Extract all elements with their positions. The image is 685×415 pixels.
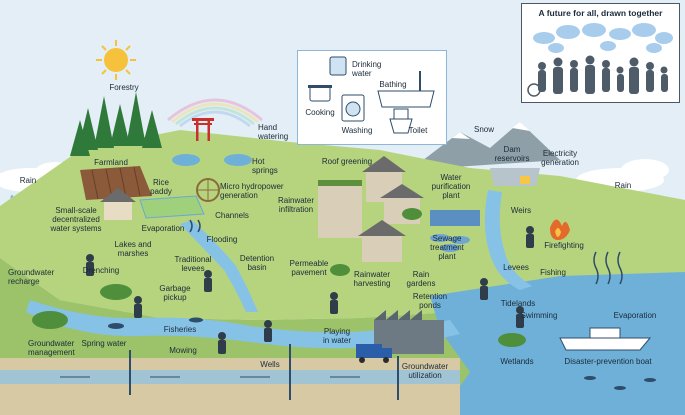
label-farmland: Farmland xyxy=(94,158,128,167)
label-traditional-levees: Traditional levees xyxy=(174,255,211,273)
label-channels: Channels xyxy=(215,211,249,220)
water-jug-icon xyxy=(330,57,346,75)
label-roof-greening: Roof greening xyxy=(322,157,372,166)
label-evaporation-left: Evaporation xyxy=(142,224,185,233)
label-fishing: Fishing xyxy=(540,268,566,277)
label-groundwater-management: Groundwater management xyxy=(28,339,75,357)
label-wells: Wells xyxy=(260,360,279,369)
label-groundwater-recharge: Groundwater recharge xyxy=(8,268,54,286)
label-water-purification: Water purification plant xyxy=(432,173,471,200)
label-lakes-marshes: Lakes and marshes xyxy=(115,240,152,258)
dam-icon xyxy=(490,168,540,186)
label-electricity-generation: Electricity generation xyxy=(541,149,579,167)
label-disaster-prevention-boat: Disaster-prevention boat xyxy=(564,357,651,366)
label-drenching: Drenching xyxy=(83,266,119,275)
label-evaporation-right: Evaporation xyxy=(614,311,657,320)
cooking-pot-icon xyxy=(308,85,332,101)
label-firefighting: Firefighting xyxy=(544,241,584,250)
label-weirs: Weirs xyxy=(511,206,531,215)
label-permeable-pavement: Permeable pavement xyxy=(290,259,329,277)
label-rain-left: Rain xyxy=(20,176,36,185)
washing-machine-icon xyxy=(342,95,364,121)
inset-panel: A future for all, drawn together xyxy=(521,3,680,103)
label-washing: Washing xyxy=(342,126,373,135)
label-hot-springs: Hot springs xyxy=(252,157,278,175)
bathtub-icon xyxy=(378,71,434,107)
sun-icon xyxy=(96,40,136,80)
speech-bubbles xyxy=(533,23,673,53)
label-retention-ponds: Retention ponds xyxy=(413,292,447,310)
label-bathing: Bathing xyxy=(379,80,406,89)
label-rice-paddy: Rice paddy xyxy=(150,178,172,196)
label-snow: Snow xyxy=(474,125,494,134)
water-wheel-icon xyxy=(197,179,219,201)
sea xyxy=(430,272,685,415)
label-hand-watering: Hand watering xyxy=(258,123,288,141)
label-garbage-pickup: Garbage pickup xyxy=(159,284,190,302)
label-micro-hydropower: Micro hydropower generation xyxy=(220,182,284,200)
label-rainwater-harvesting: Rainwater harvesting xyxy=(354,270,391,288)
label-spring-water: Spring water xyxy=(82,339,127,348)
label-groundwater-utilization: Groundwater utilization xyxy=(402,362,448,380)
label-rain-gardens: Rain gardens xyxy=(407,270,436,288)
label-small-scale: Small-scale decentralized water systems xyxy=(50,206,101,233)
label-drinking-water: Drinking water xyxy=(352,60,381,78)
label-mowing: Mowing xyxy=(169,346,197,355)
label-flooding: Flooding xyxy=(207,235,238,244)
label-cooking: Cooking xyxy=(305,108,334,117)
label-forestry: Forestry xyxy=(109,83,138,92)
label-playing-in-water: Playing in water xyxy=(323,327,351,345)
label-detention-basin: Detention basin xyxy=(240,254,274,272)
soil-layer xyxy=(0,358,460,415)
label-levees: Levees xyxy=(503,263,529,272)
label-wetlands: Wetlands xyxy=(500,357,533,366)
label-tidelands: Tidelands xyxy=(501,299,535,308)
crowd-silhouettes xyxy=(538,56,668,95)
label-toilet: Toilet xyxy=(409,126,428,135)
label-rain-right: Rain xyxy=(615,181,631,190)
label-fisheries: Fisheries xyxy=(164,325,196,334)
label-swimming: Swimming xyxy=(521,311,558,320)
label-rainwater-infiltration: Rainwater infiltration xyxy=(278,196,314,214)
label-dam-reservoirs: Dam reservoirs xyxy=(494,145,529,163)
crowd-illustration xyxy=(522,4,679,102)
rice-paddy-field xyxy=(140,196,204,218)
label-sewage-treatment: Sewage treatment plant xyxy=(430,234,464,261)
